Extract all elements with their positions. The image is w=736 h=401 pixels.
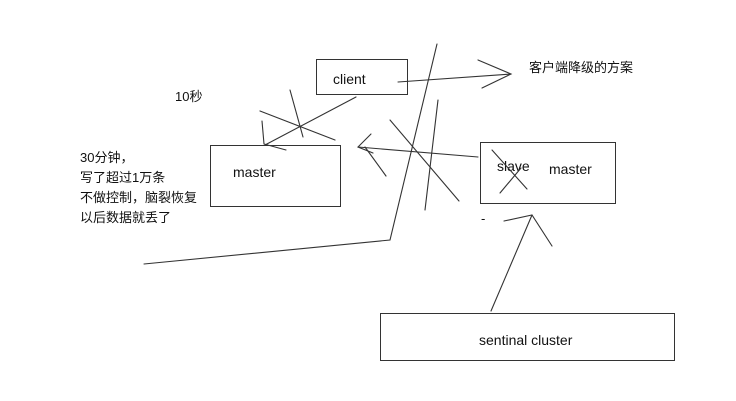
client-to-note-arrow-line — [397, 73, 512, 83]
cross-mark-2 — [364, 146, 387, 177]
master-right-box: slave master — [480, 142, 616, 204]
client-to-master-arrow-line — [264, 96, 357, 146]
stray-mark: - — [481, 211, 486, 226]
master-left-box: master — [210, 145, 341, 207]
slave-to-master-arrowhead — [357, 133, 374, 154]
sentinel-to-master-arrow-line — [490, 214, 533, 312]
cross-mark-3 — [389, 119, 460, 202]
sentinel-cluster-box: sentinal cluster — [380, 313, 675, 361]
master-right-label: master — [549, 161, 592, 177]
master-left-label: master — [233, 164, 276, 180]
partition-line-2 — [424, 99, 439, 211]
client-box: client — [316, 59, 408, 95]
split-brain-note: 30分钟， 写了超过1万条 不做控制，脑裂恢复 以后数据就丢了 — [80, 148, 197, 228]
client-to-master-arrowhead — [261, 120, 287, 151]
cross-mark-1b — [289, 89, 304, 138]
client-to-note-arrowhead — [477, 59, 513, 89]
note-line-4: 以后数据就丢了 — [80, 210, 172, 225]
client-downgrade-note: 客户端降级的方案 — [529, 60, 634, 75]
note-line-2: 写了超过1万条 — [80, 170, 166, 185]
note-line-3: 不做控制，脑裂恢复 — [80, 190, 198, 205]
cross-mark-4a — [491, 149, 528, 190]
partition-line — [143, 43, 438, 265]
note-line-1: 30分钟， — [80, 150, 134, 165]
seconds-note: 10秒 — [175, 89, 203, 104]
client-label: client — [333, 71, 366, 87]
slave-to-master-arrow-line — [357, 146, 479, 158]
cross-mark-1a — [259, 110, 336, 141]
sentinel-cluster-label: sentinal cluster — [479, 332, 573, 348]
cross-mark-4b — [499, 167, 522, 194]
sentinel-to-master-arrowhead — [503, 214, 553, 247]
slave-label: slave — [497, 158, 530, 174]
